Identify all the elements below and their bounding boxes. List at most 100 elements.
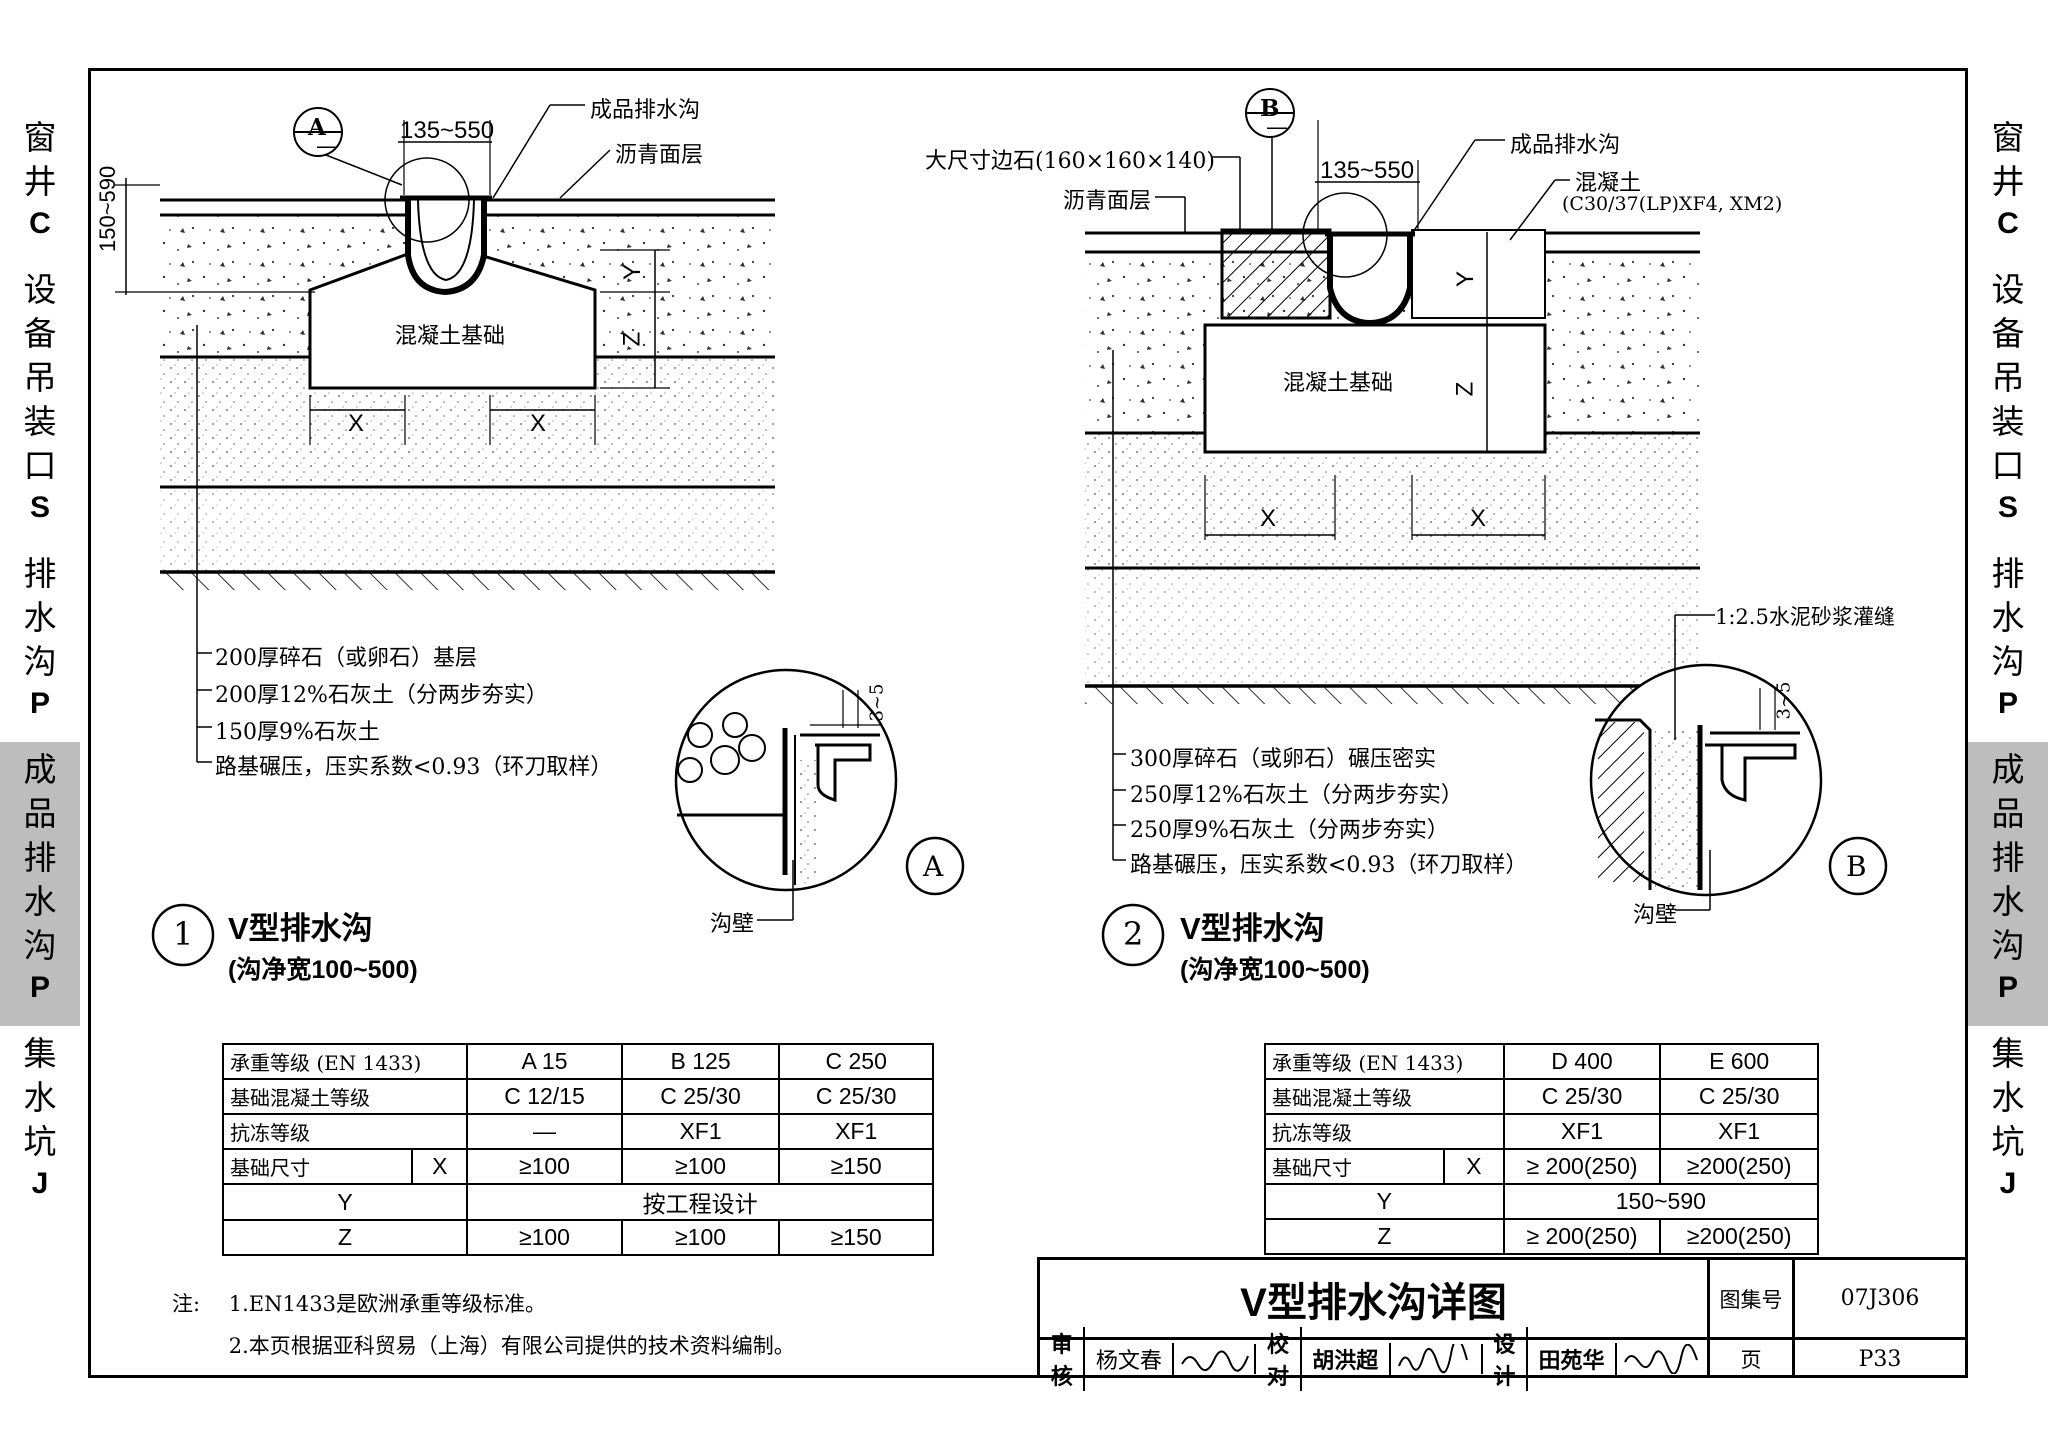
table-cell: ≥100 [620,1219,781,1256]
detail1-title: V型排水沟 [228,911,373,946]
table-cell: C 25/30 [1502,1078,1662,1115]
side-nav-char: 口 [1991,446,2025,485]
side-nav-char: 排 [23,554,57,593]
table-cell: A 15 [466,1043,623,1080]
table-cell: ≥100 [466,1148,623,1185]
table-cell: C 25/30 [1659,1078,1819,1115]
table-cell: 抗冻等级 [1264,1113,1505,1150]
table-row: Z ≥ 200(250) ≥200(250) [1264,1218,1819,1255]
drawing-frame [88,68,1968,1378]
detail2-wall-label: 沟壁 [1633,903,1678,928]
detail2-section [1085,88,1888,967]
table-cell: ≥ 200(250) [1502,1218,1662,1255]
detail2-marker-dash: — [1266,115,1288,140]
side-nav-char: 沟 [1991,642,2025,681]
side-nav-char: 装 [1991,402,2025,441]
table-row: 抗冻等级 — XF1 XF1 [221,1113,934,1150]
side-nav-char: 水 [1991,882,2025,921]
detail2-foundation-label: 混凝土基础 [1283,371,1394,396]
detail2-y-dim: Y [1452,270,1480,288]
detail2-x-right: X [1470,505,1487,532]
detail2-detail-dim: 3~5 [1773,681,1795,720]
side-nav-char: 排 [23,838,57,877]
detail1-marker-dash: — [316,134,338,159]
signature-row: 审核 杨文春 校对 胡洪超 设计 田苑华 [1040,1327,1710,1391]
atlas-number: 07J306 [1795,1260,1965,1340]
reviewer-signature [1174,1344,1257,1374]
drawing-title-cell: V型排水沟详图 [1040,1260,1710,1340]
detail1-number: 1 [173,915,194,953]
side-nav-code: P [1997,687,2018,720]
side-nav-char: 口 [23,446,57,485]
table-cell: ≥100 [620,1148,781,1185]
notes-prefix: 注: [172,1292,201,1316]
side-nav-char: 水 [1991,598,2025,637]
side-nav-char: 备 [23,314,57,353]
table-cell: XF1 [1502,1113,1662,1150]
side-nav-char: 水 [23,1078,57,1117]
table-cell: C 12/15 [466,1078,623,1115]
table-cell: X [1442,1148,1505,1185]
detail1-height-dim: 150~590 [95,165,120,252]
designer-name: 田苑华 [1528,1343,1617,1375]
side-nav-char: 设 [23,270,57,309]
side-nav-char: 井 [23,162,57,201]
table-cell: Y [1264,1183,1505,1220]
detail1-layer-1: 200厚碎石（或卵石）基层 [215,646,477,671]
table-row: 基础混凝土等级 C 12/15 C 25/30 C 25/30 [221,1078,934,1115]
detail2-layer-4: 路基碾压，压实系数<0.93（环刀取样） [1130,853,1528,878]
side-nav-char: 水 [1991,1078,2025,1117]
side-nav-char: 成 [1991,750,2025,789]
table-cell: C 25/30 [620,1078,781,1115]
detail2-asphalt-label: 沥青面层 [1063,189,1152,214]
side-nav-char: 排 [1991,838,2025,877]
table-cell: XF1 [778,1113,934,1150]
detail1-channel-label: 成品排水沟 [590,98,701,123]
table-cell: 承重等级 (EN 1433) [1264,1043,1505,1080]
checker-name: 胡洪超 [1302,1343,1391,1375]
detail1-circle-marker: A [923,850,944,883]
designer-signature [1617,1343,1707,1375]
side-nav-char: 设 [1991,270,2025,309]
detail2-marker: B [1260,95,1280,122]
side-nav-code: P [1997,971,2018,1004]
detail2-z-dim: Z [1451,381,1479,397]
checker-signature [1391,1338,1483,1374]
detail2-circle-marker: B [1846,850,1867,883]
detail2-width-dim: 135~550 [1320,157,1415,184]
side-nav-char: 备 [1991,314,2025,353]
detail1-detail-dim: 3~5 [866,683,888,722]
table-cell: XF1 [1659,1113,1819,1150]
side-nav-char: 品 [23,794,57,833]
table-row: 抗冻等级 XF1 XF1 [1264,1113,1819,1150]
side-nav-code: C [1997,207,2019,240]
side-nav-char: 吊 [23,358,57,397]
table-cell: 抗冻等级 [221,1113,469,1150]
side-nav-char: 集 [23,1034,57,1073]
detail1-subtitle: (沟净宽100~500) [228,956,418,984]
page-number: P33 [1858,1346,1902,1372]
detail1-layer-4: 路基碾压，压实系数<0.93（环刀取样） [215,755,613,780]
side-nav-char: 水 [23,882,57,921]
detail1-foundation-label: 混凝土基础 [395,324,506,349]
table-cell: — [466,1113,623,1150]
detail1-y-dim: Y [619,263,647,281]
side-nav-char: 窗 [1991,118,2025,157]
detail2-subtitle: (沟净宽100~500) [1180,956,1370,984]
side-nav-char: 沟 [23,926,57,965]
table-cell: ≥150 [778,1148,934,1185]
side-nav-char: 装 [23,402,57,441]
detail2-number: 2 [1123,915,1144,953]
